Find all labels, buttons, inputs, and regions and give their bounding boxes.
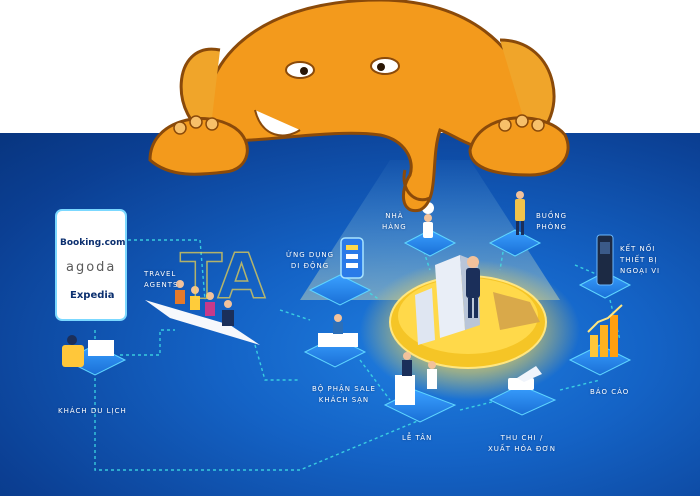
ta-letters-text: TA bbox=[180, 240, 265, 313]
ota-panel bbox=[55, 209, 127, 321]
traveler-figure bbox=[62, 335, 114, 367]
flow-paths bbox=[94, 239, 621, 471]
label-billing: THU CHI /XUẤT HÓA ĐƠN bbox=[488, 434, 556, 453]
manager-figure bbox=[466, 256, 480, 318]
receipt-printer bbox=[508, 366, 542, 390]
pos-device bbox=[596, 234, 614, 286]
mobile-app-phone bbox=[340, 237, 364, 279]
label-traveler: KHÁCH DU LỊCH bbox=[58, 407, 127, 415]
reception-desk bbox=[395, 352, 437, 405]
expedia-logo: Expedia bbox=[70, 290, 115, 301]
housekeeper-figure bbox=[515, 191, 525, 235]
sales-desk bbox=[318, 314, 358, 347]
booking-logo: Booking.com bbox=[60, 238, 126, 248]
agoda-logo: agoda bbox=[66, 260, 117, 275]
elephant-mascot bbox=[148, 0, 570, 213]
ta-neon-letters: TA bbox=[179, 239, 266, 314]
travel-agents-desk bbox=[145, 280, 260, 345]
label-reports: BÁO CÁO bbox=[590, 388, 630, 396]
label-reception: LỄ TÂN bbox=[402, 434, 433, 442]
report-bars bbox=[587, 304, 623, 357]
